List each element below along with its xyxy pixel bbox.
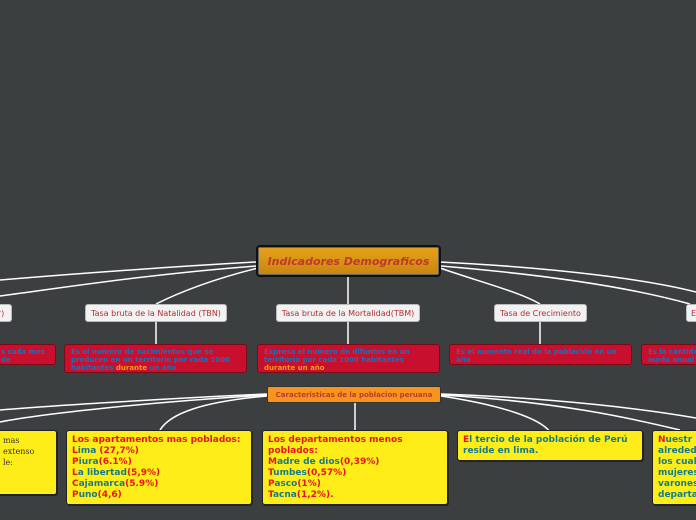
card-line: alreded xyxy=(658,446,696,456)
card-lima[interactable]: El tercio de la población de Perú reside… xyxy=(457,430,643,461)
item-name: iura xyxy=(78,457,99,467)
topic-label: Tasa bruta de la Mortalidad(TBM) xyxy=(281,308,415,318)
card-text: l tercio de la población de Perú reside … xyxy=(463,435,628,456)
item-value: (27,7%) xyxy=(99,446,139,456)
topic-label: Tasa bruta de la Natalidad (TBN) xyxy=(91,308,221,318)
card-line: mujeres xyxy=(658,468,696,478)
detail-partial-right[interactable]: Es la cantidad modo anual y xyxy=(641,344,696,365)
item-value: (4,6) xyxy=(97,490,122,500)
card-line: mas extenso xyxy=(3,436,35,456)
central-topic-title: Indicadores Demograficos xyxy=(267,254,430,268)
list-item: La libertad(5,9%) xyxy=(72,468,246,479)
item-value: (5.9%) xyxy=(125,479,159,489)
topic-label: E xyxy=(691,308,696,318)
detail-natalidad[interactable]: Es el numero de nacimientos que se produ… xyxy=(64,344,247,373)
item-initial: T xyxy=(268,468,274,478)
item-value: (0,57%) xyxy=(306,468,347,478)
item-initial: M xyxy=(268,457,277,467)
topic-label: r) xyxy=(0,308,5,318)
list-item: Cajamarca(5.9%) xyxy=(72,479,246,490)
list-item: Tumbes(0,57%) xyxy=(268,468,442,479)
item-initial: P xyxy=(72,490,79,500)
card-initial: E xyxy=(463,435,470,445)
card-line: le: xyxy=(3,458,13,467)
section-title: Caracteristicas de la poblacion peruana xyxy=(275,390,433,399)
topic-crecimiento[interactable]: Tasa de Crecimiento xyxy=(494,304,587,322)
item-initial: P xyxy=(72,457,79,467)
item-value: (1%) xyxy=(297,479,321,489)
card-least-populated[interactable]: Los departamentos menos poblados: Madre … xyxy=(262,430,448,505)
item-name: a libertad xyxy=(77,468,127,478)
card-text: uestr xyxy=(665,435,693,445)
detail-highlight: durante un año xyxy=(264,364,325,372)
item-name: adre de dios xyxy=(276,457,340,467)
list-item: Tacna(1,2%). xyxy=(268,490,442,501)
topic-partial-left[interactable]: r) xyxy=(0,304,12,322)
item-initial: C xyxy=(72,479,79,489)
card-line: departa xyxy=(658,490,696,500)
item-initial: L xyxy=(72,468,78,478)
item-value: (5,9%) xyxy=(126,468,161,478)
item-name: ima xyxy=(77,446,100,456)
detail-text: s cada mes de xyxy=(1,348,45,364)
item-initial: L xyxy=(72,446,78,456)
detail-crecimiento[interactable]: Es el aumento real de la población en un… xyxy=(449,344,632,365)
item-value: (1,2%). xyxy=(296,490,334,500)
detail-partial-left[interactable]: s cada mes de xyxy=(0,344,56,365)
card-most-populated[interactable]: Los apartamentos mas poblados: Lima (27,… xyxy=(66,430,252,505)
detail-text: Es el aumento real de la población en un… xyxy=(456,348,617,364)
section-topic[interactable]: Caracteristicas de la poblacion peruana xyxy=(267,386,441,403)
topic-mortalidad[interactable]: Tasa bruta de la Mortalidad(TBM) xyxy=(276,304,420,322)
list-item: Puno(4,6) xyxy=(72,490,246,501)
card-line: varones xyxy=(658,479,696,489)
item-initial: T xyxy=(268,490,273,500)
card-line: Nuestr xyxy=(658,435,696,446)
card-heading: Los apartamentos mas poblados: xyxy=(72,435,241,445)
central-topic[interactable]: Indicadores Demograficos xyxy=(256,245,441,277)
item-name: asco xyxy=(274,479,298,489)
card-line: los cual xyxy=(658,457,696,467)
topic-label: Tasa de Crecimiento xyxy=(500,308,581,318)
item-value: (6.1%) xyxy=(98,457,132,467)
card-heading: Los departamentos menos poblados: xyxy=(268,435,403,456)
card-partial-left[interactable]: mas extenso le: xyxy=(0,430,57,495)
item-name: umbes xyxy=(273,468,307,478)
detail-text: Es la cantidad xyxy=(648,348,696,356)
item-name: uno xyxy=(78,490,98,500)
list-item: Piura(6.1%) xyxy=(72,457,246,468)
list-item: Pasco(1%) xyxy=(268,479,442,490)
detail-text: Es el numero de nacimientos que se produ… xyxy=(71,348,231,372)
detail-text: Expresa el numero de difuntos en un terr… xyxy=(264,348,410,364)
card-partial-right[interactable]: Nuestr alreded los cual mujeres varones … xyxy=(652,430,696,505)
topic-partial-right[interactable]: E xyxy=(686,304,696,322)
list-item: Lima (27,7%) xyxy=(72,446,246,457)
item-value: (0,39%) xyxy=(339,457,380,467)
detail-mortalidad[interactable]: Expresa el numero de difuntos en un terr… xyxy=(257,344,440,373)
card-initial: N xyxy=(658,435,666,445)
item-initial: P xyxy=(268,479,275,489)
item-name: acna xyxy=(272,490,297,500)
list-item: Madre de dios(0,39%) xyxy=(268,457,442,468)
detail-highlight: durante xyxy=(115,364,148,372)
topic-natalidad[interactable]: Tasa bruta de la Natalidad (TBN) xyxy=(85,304,227,322)
item-name: ajamarca xyxy=(78,479,126,489)
detail-text-end: modo anual y xyxy=(648,356,696,364)
detail-text-end: un año xyxy=(147,364,177,372)
